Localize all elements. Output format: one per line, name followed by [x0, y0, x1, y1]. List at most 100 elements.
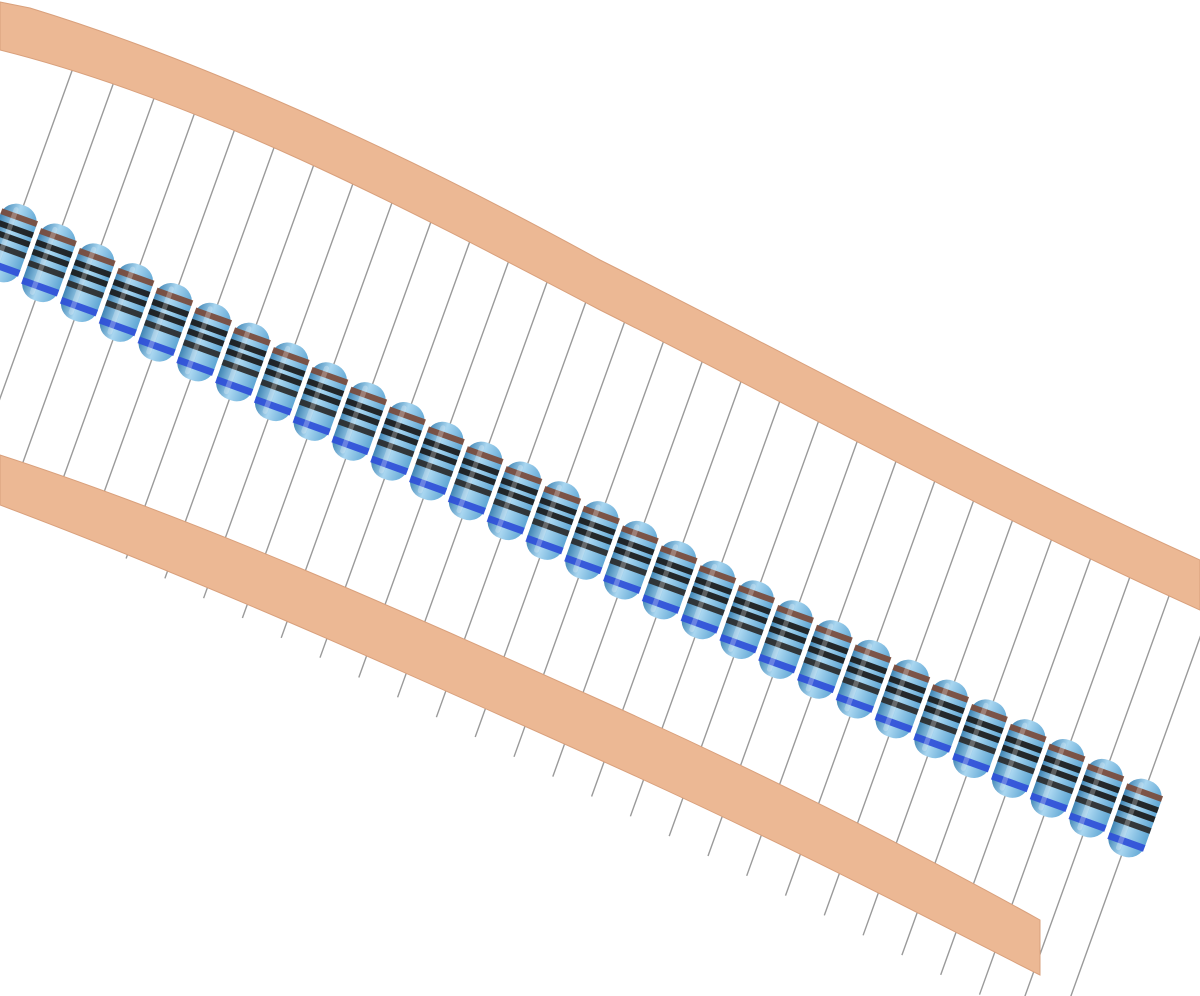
resistor-band: [253, 396, 293, 416]
resistor-band: [849, 655, 888, 675]
resistor-band: [70, 268, 109, 288]
resistor-band: [112, 279, 151, 298]
resistor-band: [215, 376, 254, 396]
resistor-band: [34, 239, 73, 258]
resistor-shine: [29, 226, 58, 295]
resistor-band: [531, 517, 570, 537]
resistor-band: [652, 566, 691, 585]
resistor-band: [0, 240, 27, 259]
resistor-band: [27, 260, 66, 279]
resistor: [990, 719, 1047, 798]
resistor-shine: [728, 583, 756, 652]
resistor-shine: [534, 484, 562, 553]
resistor-band: [564, 554, 603, 575]
resistor-band: [543, 485, 582, 505]
resistor-shine: [456, 445, 485, 514]
resistor-band: [952, 752, 991, 773]
resistor-band: [303, 387, 341, 407]
resistor-band: [919, 716, 958, 735]
resistor-band: [21, 277, 60, 297]
resistor: [292, 362, 349, 441]
resistor-shine: [689, 564, 717, 633]
resistor-band: [176, 356, 215, 376]
resistor: [0, 203, 39, 283]
resistor-shine: [805, 623, 834, 692]
resistor-band: [1079, 784, 1117, 803]
resistor-band: [1121, 794, 1159, 814]
resistor-band: [772, 616, 810, 635]
resistor-shine: [417, 425, 446, 494]
resistor-band: [299, 398, 337, 418]
tape-top-strip: [0, 1, 1200, 611]
resistor-band: [539, 497, 578, 516]
resistor-shine: [0, 207, 19, 276]
resistor-band: [341, 407, 380, 426]
resistor-band: [331, 435, 370, 456]
resistor-band: [264, 367, 303, 387]
resistor-band: [190, 318, 228, 338]
resistor-band: [504, 466, 543, 485]
resistor-band: [225, 348, 264, 367]
resistor-band: [447, 495, 486, 515]
resistor-band: [260, 379, 299, 398]
resistor-band: [292, 415, 331, 436]
resistor-band: [59, 296, 99, 317]
resistor-band: [1113, 815, 1152, 834]
resistor-band: [888, 675, 927, 695]
resistor: [525, 481, 582, 560]
resistor-band: [694, 576, 733, 596]
resistor-band: [578, 517, 616, 536]
resistor-band: [143, 319, 182, 339]
resistor-band: [913, 733, 952, 753]
resistor-band: [835, 693, 874, 713]
resistor-shine: [999, 722, 1028, 791]
resistor-band: [1036, 775, 1074, 795]
resistor-shine: [883, 663, 911, 732]
resistor-band: [719, 633, 758, 654]
resistor-band: [691, 585, 729, 605]
resistor-band: [1086, 763, 1125, 783]
resistor-band: [892, 664, 931, 683]
resistor-band: [1107, 832, 1146, 852]
resistor-band: [376, 438, 415, 458]
tape-bottom-strip: [0, 454, 1041, 976]
resistor-shine: [378, 405, 407, 474]
resistor-band: [109, 288, 147, 308]
resistor: [137, 282, 194, 362]
resistor-band: [186, 328, 225, 347]
resistor-band: [885, 685, 923, 704]
resistor-band: [616, 536, 655, 556]
resistor-band: [927, 695, 965, 715]
resistor: [486, 461, 543, 541]
resistor-band: [271, 347, 310, 366]
resistor-band: [680, 614, 719, 634]
resistor-band: [77, 248, 116, 267]
resistor-band: [1117, 804, 1156, 823]
resistor-band: [758, 653, 797, 674]
resistor-band: [306, 378, 345, 397]
resistor-shine: [921, 683, 950, 752]
resistor-band: [725, 617, 764, 636]
resistor-band: [337, 418, 376, 438]
resistor: [1029, 738, 1086, 818]
resistor-band: [729, 605, 768, 625]
resistor-band: [39, 228, 77, 247]
resistor-band: [1125, 783, 1164, 802]
resistor-band: [349, 386, 388, 406]
resistor-band: [807, 645, 846, 664]
resistor: [913, 679, 970, 759]
resistor-band: [148, 308, 186, 327]
resistor-band: [923, 704, 962, 724]
resistor-band: [388, 406, 426, 426]
resistor-band: [182, 339, 221, 358]
resistor-band: [98, 316, 137, 337]
resistor-shine: [766, 603, 795, 672]
resistor-band: [613, 546, 652, 565]
resistor: [874, 659, 931, 739]
resistor: [680, 560, 737, 640]
resistor-band: [345, 398, 384, 417]
resistor-band: [582, 505, 620, 525]
resistor-bodies: [0, 203, 1164, 858]
resistor-band: [764, 636, 803, 656]
resistor: [331, 382, 388, 461]
